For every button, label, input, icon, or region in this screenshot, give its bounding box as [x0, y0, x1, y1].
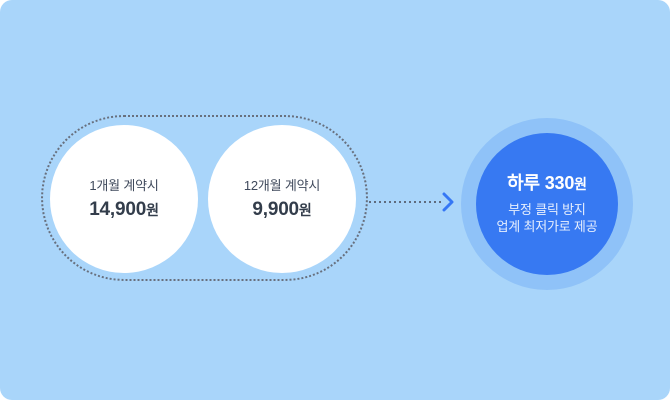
result-daily-price: 하루 330원: [507, 174, 587, 192]
pricing-options-group: [41, 115, 368, 281]
price-currency-unit: 원: [298, 202, 312, 218]
dotted-arrow-right-icon: [369, 192, 455, 212]
benefit-line: 부정 클릭 방지: [508, 201, 586, 217]
result-amount: 하루 330: [507, 172, 575, 193]
price-value: 9,900원: [252, 200, 311, 219]
price-currency-unit: 원: [146, 202, 159, 218]
price-value: 14,900원: [89, 200, 159, 219]
price-amount: 9,900: [252, 199, 299, 220]
benefit-line: 업계 최저가로 제공: [496, 218, 598, 234]
price-amount: 14,900: [89, 199, 147, 220]
price-term-label: 12개월 계약시: [243, 178, 321, 193]
dotted-arrow-line: [369, 201, 441, 203]
arrow-chevron-icon: [442, 192, 454, 212]
price-term-label: 1개월 계약시: [89, 178, 159, 193]
price-circle-12-month: 12개월 계약시 9,900원: [208, 125, 356, 273]
result-currency-unit: 원: [574, 175, 587, 192]
price-circle-1-month: 1개월 계약시 14,900원: [50, 125, 198, 273]
result-highlight-circle: 하루 330원 부정 클릭 방지 업계 최저가로 제공: [476, 133, 618, 275]
